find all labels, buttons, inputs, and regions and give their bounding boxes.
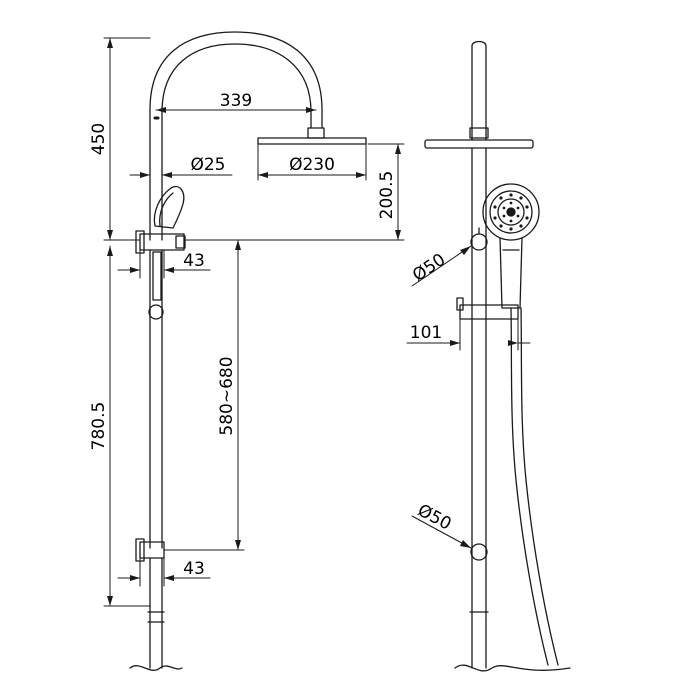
dim-pipe-diameter: Ø25: [190, 155, 225, 175]
dim-lower-height: 780.5: [89, 402, 109, 451]
side-view-dimension-lines: [103, 37, 405, 607]
break-line-right: [454, 664, 571, 672]
head-connector: [307, 127, 325, 139]
hose-inner: [520, 307, 559, 666]
dim-head-diameter: Ø230: [289, 155, 335, 175]
spray-nozzles: [493, 193, 529, 231]
dim-holder-diameter-upper: Ø50: [409, 250, 449, 286]
gooseneck-arm-outer: [149, 31, 323, 241]
front-view-dimension-lines: [406, 245, 531, 549]
rain-head-side: [257, 137, 367, 145]
front-arm-upper: [471, 40, 487, 141]
front-view: [406, 40, 571, 672]
dimension-labels: 450 339 Ø25 Ø230 200.5 43 580~680 780.5 …: [89, 91, 455, 579]
dim-bracket-bottom-offset: 43: [183, 559, 205, 579]
top-bracket-knob: [175, 235, 186, 249]
dim-head-drop: 200.5: [377, 171, 397, 220]
front-slider-knob: [456, 297, 464, 311]
hose-outer: [510, 307, 549, 666]
hand-shower-face: [159, 192, 174, 227]
dim-upper-height: 450: [89, 123, 109, 155]
front-head-connector: [469, 127, 489, 139]
dim-bracket-spacing: 580~680: [217, 356, 237, 435]
break-line-left: [129, 665, 183, 671]
front-view-arrowheads: [450, 246, 518, 548]
hand-shower-side: [153, 186, 185, 229]
slider-knob: [148, 304, 164, 320]
slider-body: [152, 251, 162, 301]
side-view: [103, 31, 405, 671]
gooseneck-arm-inner: [161, 43, 312, 241]
side-view-arrowheads: [107, 38, 401, 606]
dim-holder-diameter-lower: Ø50: [414, 501, 454, 535]
dim-arm-reach: 339: [220, 91, 252, 111]
front-slider-holder: [459, 304, 519, 320]
rain-head-front: [424, 139, 534, 149]
front-lower-bracket: [470, 543, 488, 561]
dim-holder-projection: 101: [410, 323, 442, 343]
dim-bracket-top-offset: 43: [183, 251, 205, 271]
hand-shower-front: [482, 183, 540, 309]
front-upper-bracket: [470, 233, 488, 251]
